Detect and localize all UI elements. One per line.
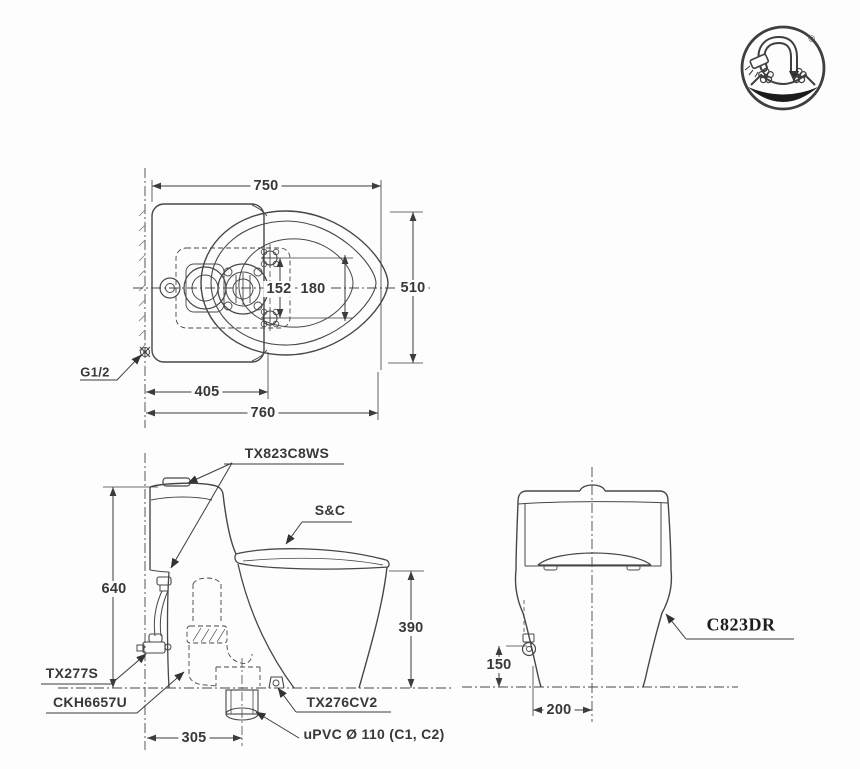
faucet-spray-head	[744, 53, 770, 78]
label-g12-inlet: G1/2	[80, 364, 110, 380]
front-view-drawing	[462, 467, 794, 722]
front-view-dimensions	[495, 613, 794, 716]
flush-button-front	[579, 484, 606, 492]
dim-510: 510	[397, 280, 429, 296]
label-tx277s: TX277S	[45, 665, 99, 681]
label-tx823c8ws: TX823C8WS	[244, 445, 330, 461]
label-upvc-outlet: uPVC Ø 110 (C1, C2)	[303, 726, 445, 742]
dim-640: 640	[98, 581, 130, 597]
label-sc-seat-cover: S&C	[314, 502, 346, 518]
side-view-drawing	[41, 453, 452, 750]
top-view-drawing	[80, 168, 430, 428]
flower-left-icon	[758, 67, 774, 84]
g12-inlet-fitting	[139, 346, 151, 358]
dim-152: 152	[263, 281, 295, 297]
dim-180: 180	[297, 281, 329, 297]
front-inlet-fitting	[521, 600, 537, 657]
outlet-seal-fitting	[268, 676, 285, 689]
side-view-dimensions	[41, 462, 424, 742]
dim-305: 305	[178, 730, 210, 746]
dim-405: 405	[191, 384, 223, 400]
outlet-pipe	[225, 658, 259, 746]
dim-150: 150	[483, 657, 515, 673]
flower-right-icon	[791, 67, 807, 84]
dim-200: 200	[543, 702, 575, 718]
brand-logo-icon	[740, 25, 826, 111]
registered-mark: ®	[808, 34, 816, 44]
dim-760: 760	[247, 405, 279, 421]
label-tx276cv2: TX276CV2	[306, 694, 378, 710]
trap-hidden-detail	[186, 577, 261, 687]
supply-hose-and-valve	[136, 576, 172, 654]
label-ckh6657u: CKH6657U	[53, 694, 127, 710]
dim-750: 750	[250, 178, 282, 194]
label-c823dr-model: C823DR	[706, 614, 776, 635]
dim-390: 390	[395, 620, 427, 636]
flush-button	[162, 477, 191, 487]
